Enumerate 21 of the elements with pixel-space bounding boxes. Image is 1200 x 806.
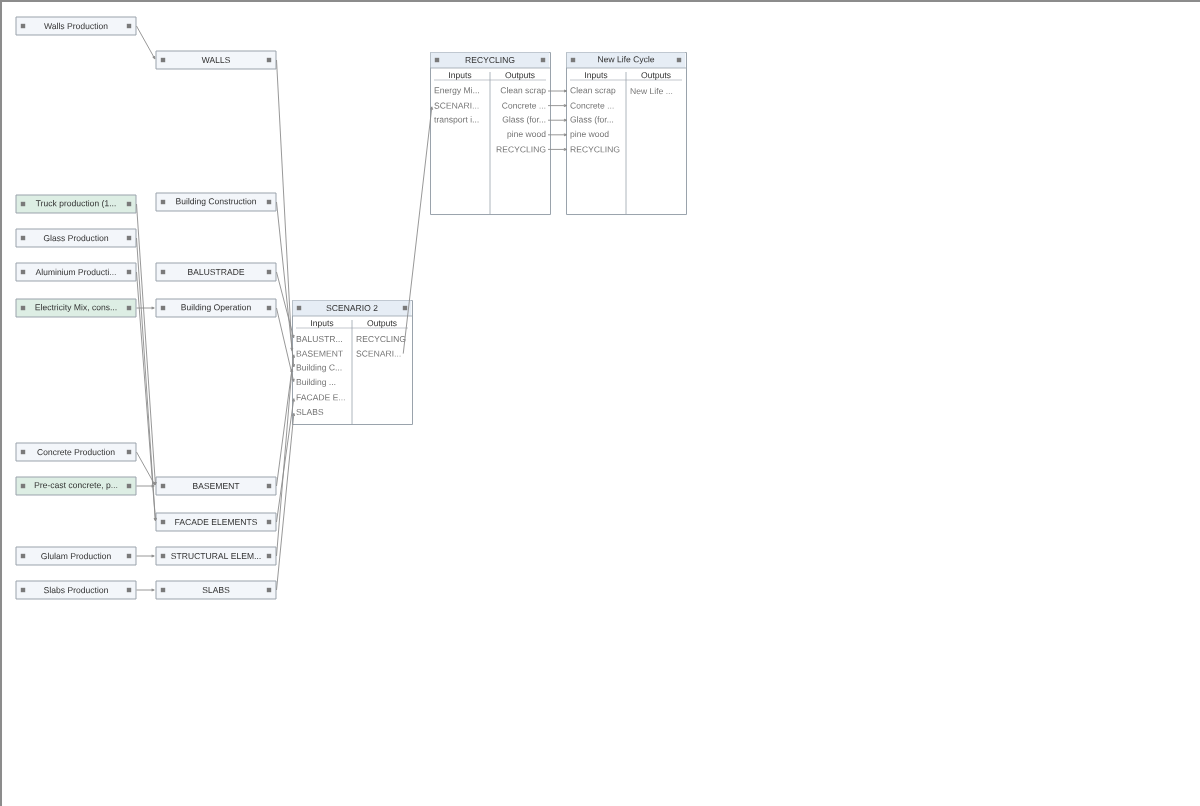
connector-arrow <box>276 271 295 339</box>
connector-arrow <box>547 89 568 93</box>
connector-arrow <box>276 368 294 557</box>
connector-arrow <box>547 118 568 122</box>
connector-arrow <box>136 25 156 60</box>
connector-arrow <box>276 307 295 383</box>
connector-arrow <box>136 484 155 488</box>
connector-arrow <box>136 588 155 592</box>
connector-arrow <box>547 133 568 137</box>
connector-arrow <box>136 554 155 558</box>
connector-arrow <box>276 59 294 352</box>
connector-arrow <box>136 451 156 486</box>
connector-arrow <box>136 306 155 310</box>
connector-arrow <box>276 412 296 591</box>
connector-arrow <box>136 203 157 486</box>
connector-arrow <box>402 106 433 355</box>
connector-arrow <box>547 147 568 151</box>
connector-arrow <box>276 354 295 487</box>
connector-arrow <box>276 398 295 523</box>
connector-arrow <box>276 201 296 368</box>
connector-arrow <box>547 104 568 108</box>
